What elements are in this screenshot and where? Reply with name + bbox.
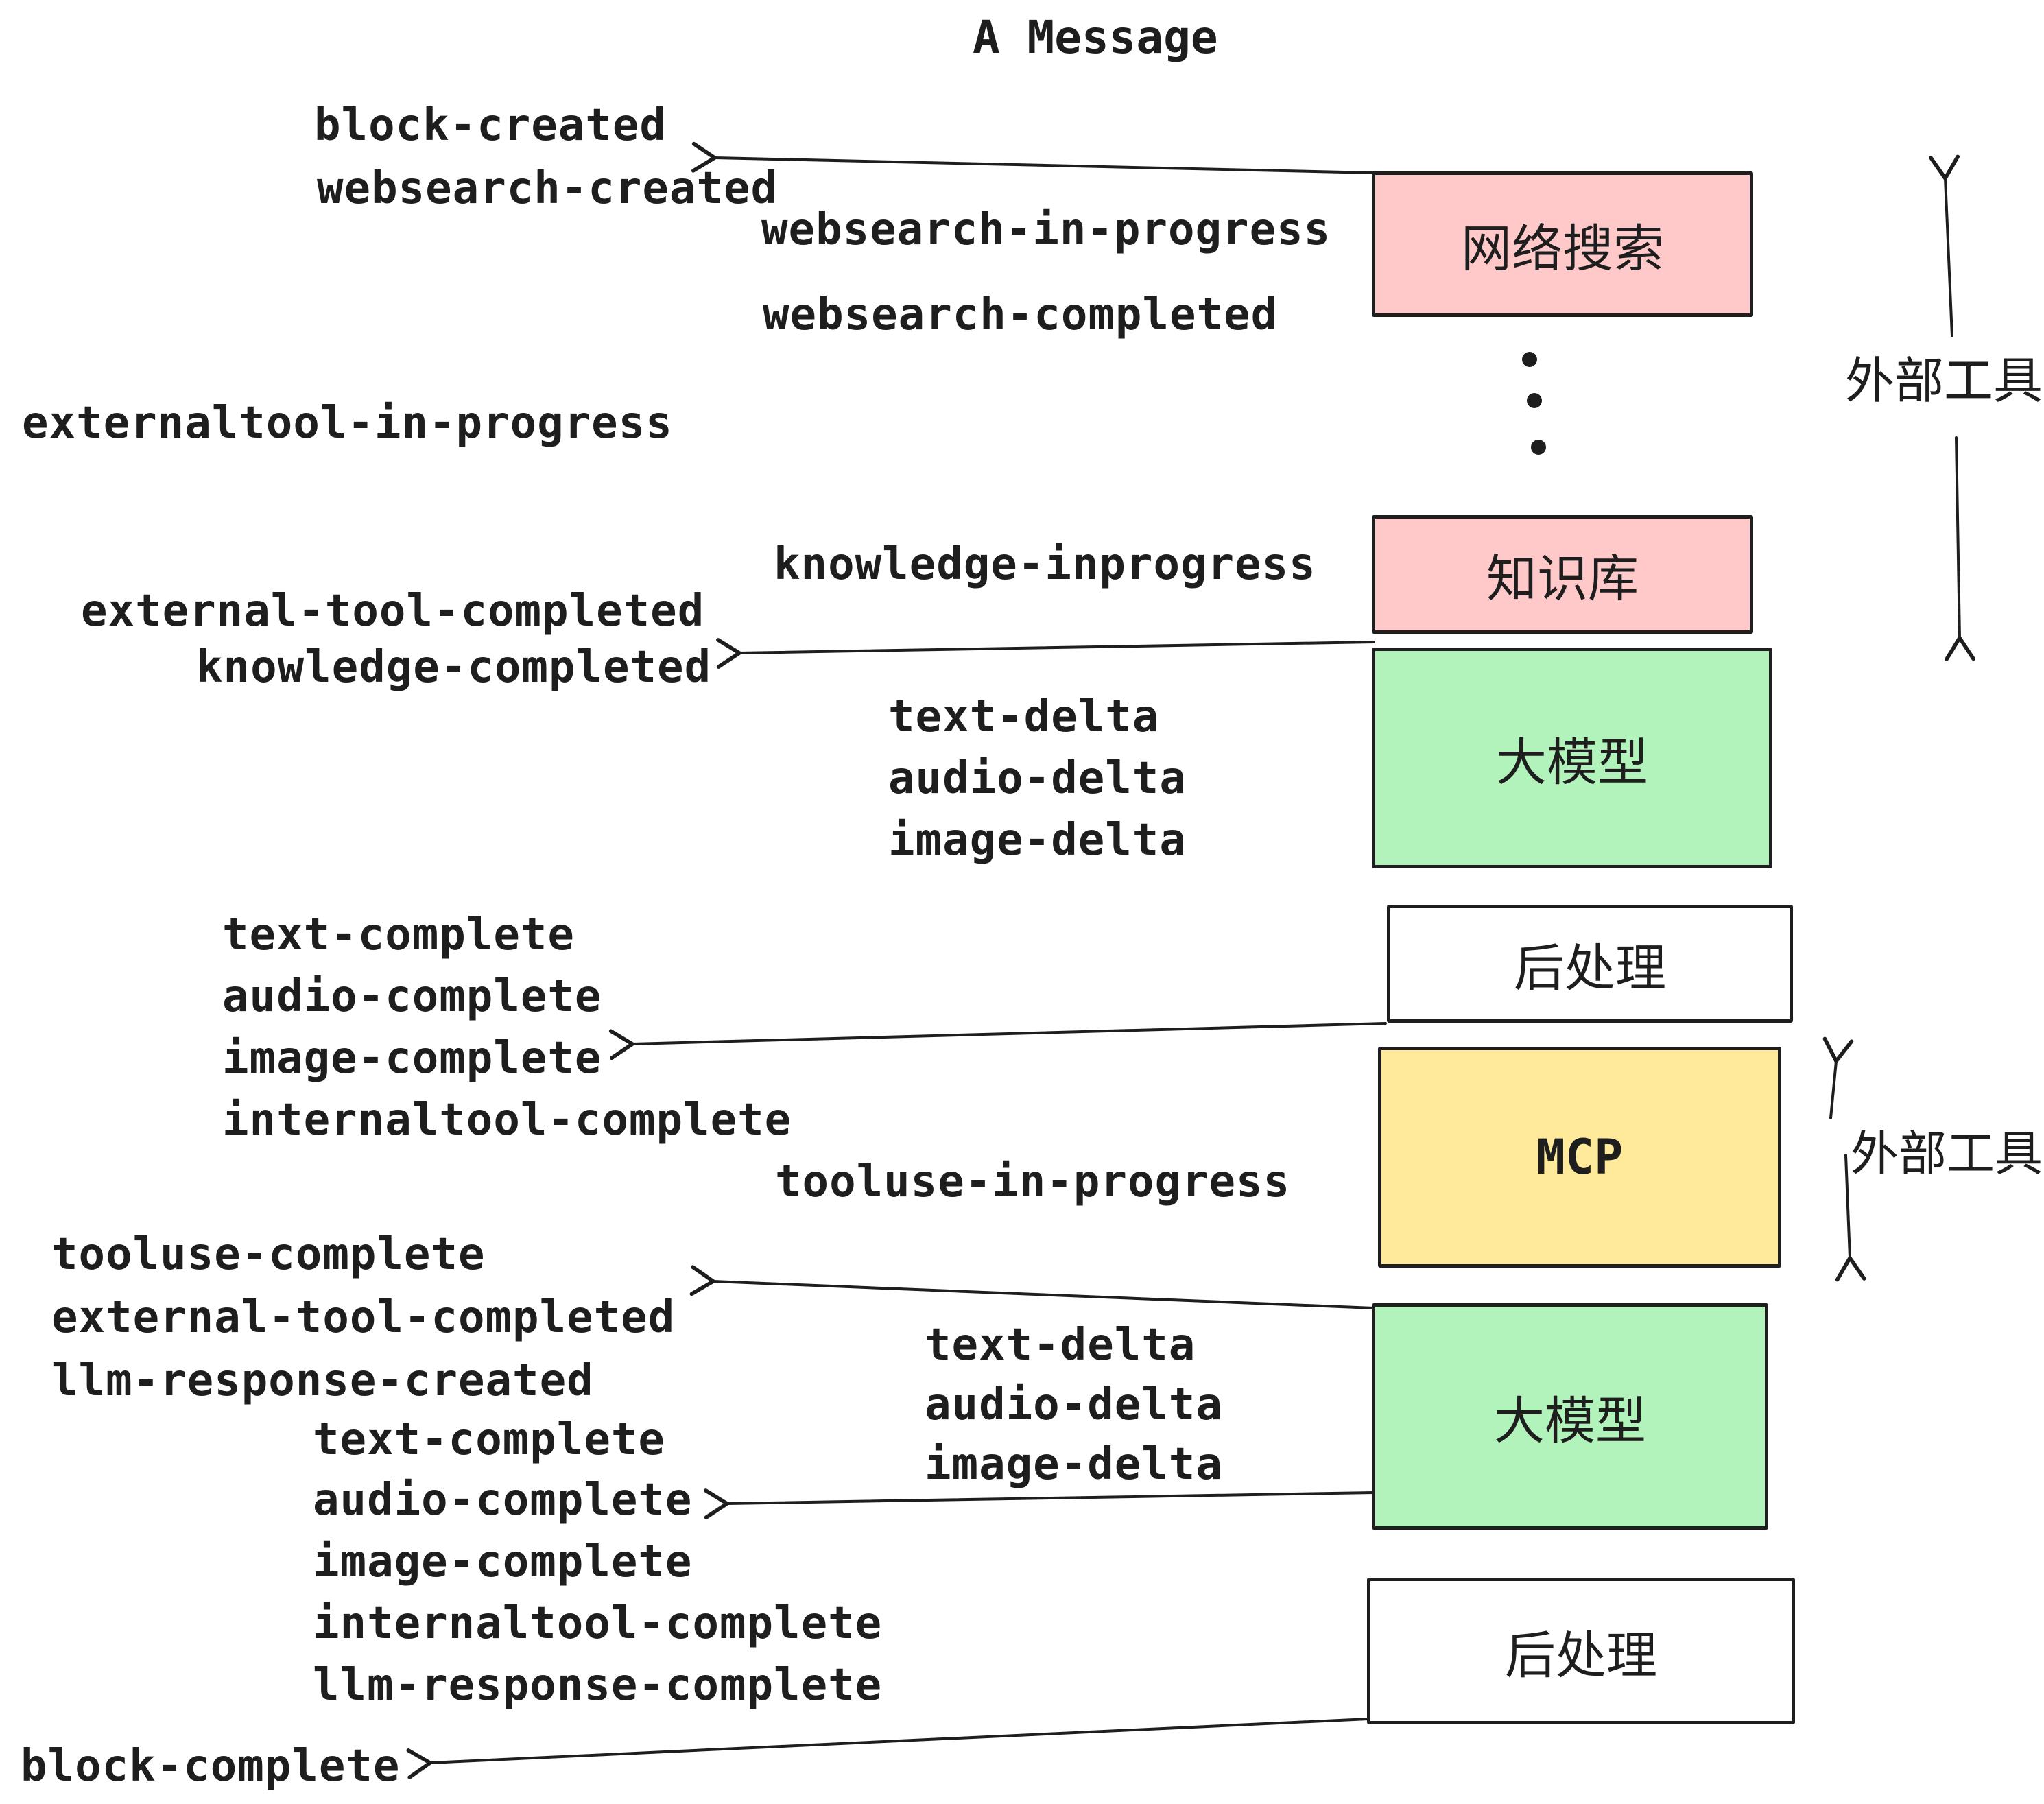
box-postprocess-1-label: 后处理 <box>1514 939 1666 997</box>
arrow-llm1-to-knowledge-completed <box>716 638 1375 669</box>
box-knowledge-label: 知识库 <box>1486 550 1639 607</box>
event-label-image-complete: image-complete <box>222 1033 602 1084</box>
event-label-text-complete-2: text-complete <box>313 1414 665 1465</box>
event-label-image-delta: image-delta <box>888 815 1187 866</box>
event-label-tooluse-in-progress: tooluse-in-progress <box>775 1156 1291 1207</box>
event-label-external-tool-completed-2: external-tool-completed <box>51 1292 676 1343</box>
event-label-websearch-in-progress: websearch-in-progress <box>761 204 1331 255</box>
event-label-internaltool-complete: internaltool-complete <box>222 1095 792 1146</box>
box-llm-2-label: 大模型 <box>1494 1392 1646 1449</box>
event-label-externaltool-in-progress: externaltool-in-progress <box>22 398 673 449</box>
external-tools-down-arrow-2 <box>1835 1154 1866 1282</box>
event-label-llm-response-complete: llm-response-complete <box>313 1660 883 1711</box>
ellipsis-dot-1 <box>1522 352 1537 367</box>
box-mcp: MCP <box>1378 1047 1781 1268</box>
arrow-llm2-to-tooluse-complete <box>689 1265 1375 1309</box>
box-llm-2: 大模型 <box>1372 1303 1768 1530</box>
event-label-audio-complete: audio-complete <box>222 971 602 1022</box>
event-label-internaltool-complete-2: internaltool-complete <box>313 1598 883 1649</box>
event-label-audio-delta-2: audio-delta <box>925 1379 1223 1430</box>
ellipsis-dot-3 <box>1531 440 1546 455</box>
event-label-knowledge-inprogress: knowledge-inprogress <box>774 539 1316 590</box>
event-label-text-delta-2: text-delta <box>925 1320 1196 1370</box>
event-label-image-complete-2: image-complete <box>313 1536 693 1587</box>
external-tools-label-bottom: 外部工具 <box>1851 1127 2043 1180</box>
arrow-llm2-to-audio-complete <box>704 1488 1375 1519</box>
ellipsis-dot-2 <box>1527 393 1542 408</box>
box-llm-1-label: 大模型 <box>1496 733 1648 791</box>
arrow-websearch-to-block-created <box>691 141 1375 174</box>
external-tools-up-arrow-1 <box>1929 154 1960 337</box>
box-websearch-label: 网络搜索 <box>1461 219 1664 277</box>
box-postprocess-2-label: 后处理 <box>1505 1626 1657 1684</box>
external-tools-label-top: 外部工具 <box>1845 354 2043 409</box>
event-label-block-complete: block-complete <box>21 1741 401 1792</box>
box-postprocess-2: 后处理 <box>1367 1578 1795 1724</box>
event-label-external-tool-completed: external-tool-completed <box>81 586 705 637</box>
event-label-text-complete: text-complete <box>222 910 575 960</box>
event-label-llm-response-created: llm-response-created <box>51 1355 594 1406</box>
event-label-block-created: block-created <box>314 100 667 151</box>
ellipsis-dots <box>1522 352 1546 455</box>
event-label-websearch-created: websearch-created <box>317 163 779 214</box>
event-label-image-delta-2: image-delta <box>925 1439 1223 1490</box>
event-label-audio-complete-2: audio-complete <box>313 1475 693 1526</box>
box-mcp-label: MCP <box>1536 1129 1624 1185</box>
arrow-post1-to-image-complete <box>608 1022 1387 1060</box>
event-label-tooluse-complete: tooluse-complete <box>51 1229 486 1280</box>
event-label-text-delta: text-delta <box>888 691 1160 742</box>
event-label-knowledge-completed: knowledge-completed <box>196 642 712 693</box>
box-websearch: 网络搜索 <box>1372 171 1753 317</box>
box-postprocess-1: 后处理 <box>1387 905 1793 1023</box>
arrow-post2-to-block-complete <box>406 1718 1370 1779</box>
diagram-title: A Message <box>973 11 1218 64</box>
external-tools-up-arrow-2 <box>1822 1036 1854 1119</box>
box-knowledge-base: 知识库 <box>1372 515 1753 634</box>
external-tools-down-arrow-1 <box>1945 436 1975 661</box>
event-label-websearch-completed: websearch-completed <box>763 289 1279 340</box>
event-label-audio-delta: audio-delta <box>888 753 1187 804</box>
box-llm-1: 大模型 <box>1372 648 1772 868</box>
